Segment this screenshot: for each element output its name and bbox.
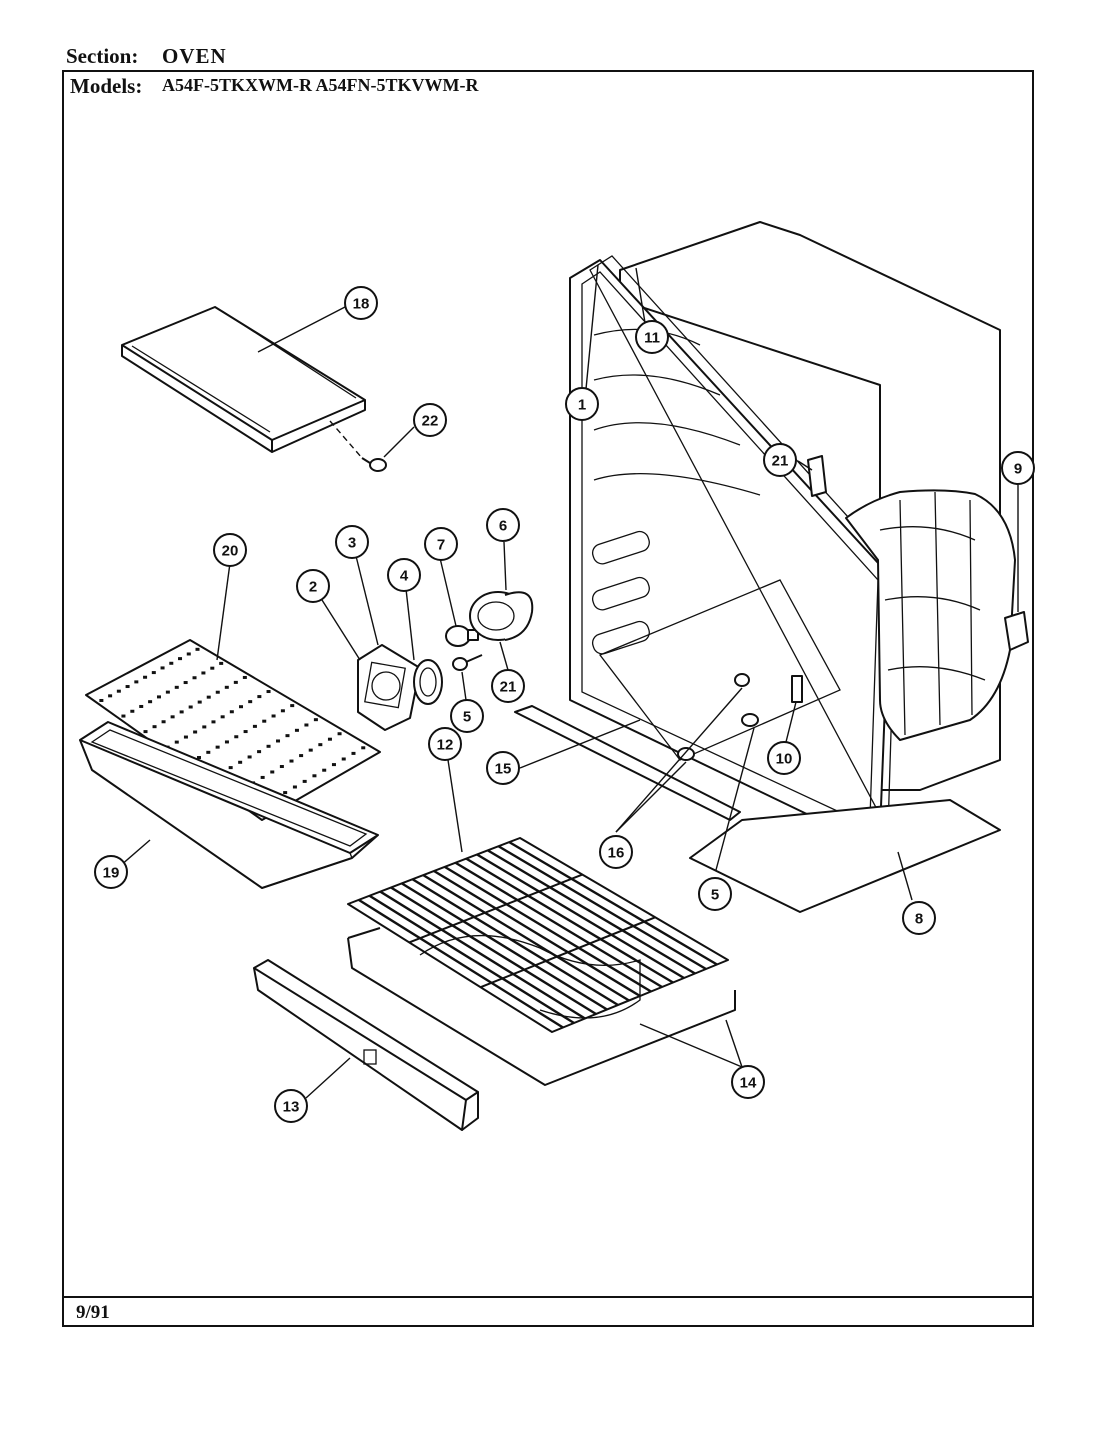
- part-screw-5-left: [452, 654, 483, 671]
- leader-10: [785, 701, 797, 743]
- leader-14a: [639, 1023, 743, 1068]
- callout-1: 1: [565, 387, 599, 421]
- part-gasket-4: [413, 659, 443, 705]
- svg-text:16: 16: [608, 845, 625, 862]
- leader-5a: [461, 671, 467, 701]
- callout-9: 9: [1001, 451, 1035, 485]
- leader-18: [257, 306, 346, 353]
- leader-5b: [715, 727, 755, 871]
- svg-text:4: 4: [400, 568, 409, 585]
- callout-12: 12: [428, 727, 462, 761]
- part-bottom-plate: [689, 799, 1001, 913]
- part-burner-support: [253, 959, 479, 1131]
- leader-7: [439, 557, 457, 627]
- part-broiler-pan: [79, 721, 379, 889]
- part-screw-22: [329, 420, 387, 472]
- callout-16: 16: [599, 835, 633, 869]
- revision-date: 9/91: [76, 1302, 110, 1323]
- leader-21b: [499, 641, 509, 671]
- leader-13: [305, 1057, 351, 1099]
- svg-text:8: 8: [915, 911, 923, 928]
- leader-22: [383, 426, 415, 458]
- models-label: Models:: [70, 74, 143, 98]
- svg-text:11: 11: [644, 330, 660, 347]
- callout-14: 14: [731, 1065, 765, 1099]
- leader-14b: [725, 1019, 743, 1068]
- part-broiler-shield: [121, 306, 366, 453]
- leader-8: [897, 851, 913, 901]
- diagram-frame: [62, 70, 1034, 1327]
- part-oven-rack: [347, 837, 729, 1033]
- svg-text:9: 9: [1014, 461, 1022, 478]
- callout-3: 3: [335, 525, 369, 559]
- leader-3: [355, 555, 379, 646]
- svg-text:18: 18: [353, 296, 370, 313]
- svg-text:7: 7: [437, 537, 445, 554]
- callout-2: 2: [296, 569, 330, 603]
- svg-text:22: 22: [422, 413, 439, 430]
- leader-4: [405, 588, 415, 661]
- svg-text:21: 21: [772, 453, 789, 470]
- leader-12: [447, 759, 463, 853]
- leader-16a: [615, 761, 687, 833]
- callout-5: 5: [450, 699, 484, 733]
- callout-19: 19: [94, 855, 128, 889]
- callout-22: 22: [413, 403, 447, 437]
- callout-10: 10: [767, 741, 801, 775]
- svg-text:3: 3: [348, 535, 356, 552]
- leader-20: [216, 562, 231, 661]
- models-value: A54F-5TKXWM-R A54FN-5TKVWM-R: [162, 75, 479, 95]
- part-light-housing: [469, 591, 534, 641]
- leader-6: [503, 541, 507, 591]
- part-light-bulb: [445, 625, 479, 647]
- part-light-bracket: [357, 644, 421, 731]
- callout-5: 5: [698, 877, 732, 911]
- callout-8: 8: [902, 901, 936, 935]
- leader-16b: [615, 687, 743, 833]
- part-bracket-9: [1004, 611, 1029, 651]
- callout-4: 4: [387, 558, 421, 592]
- leader-1: [585, 264, 599, 390]
- leader-2: [321, 599, 361, 661]
- section-label: Section:: [66, 44, 139, 68]
- part-sensor-10: [791, 675, 803, 703]
- part-oven-bottom: [347, 927, 736, 1086]
- svg-text:10: 10: [776, 751, 793, 768]
- leader-15: [519, 719, 641, 769]
- leader-21a: [797, 460, 813, 471]
- callout-11: 11: [635, 320, 669, 354]
- svg-text:13: 13: [283, 1099, 300, 1116]
- svg-text:20: 20: [222, 543, 239, 560]
- section-value: OVEN: [162, 44, 227, 68]
- leader-19: [119, 839, 151, 867]
- svg-text:21: 21: [500, 679, 517, 696]
- callout-7: 7: [424, 527, 458, 561]
- callout-20: 20: [213, 533, 247, 567]
- svg-text:6: 6: [499, 518, 507, 535]
- footer-divider: [62, 1296, 1034, 1298]
- part-bracket-21: [807, 455, 827, 497]
- callout-21: 21: [491, 669, 525, 703]
- callout-21: 21: [763, 443, 797, 477]
- svg-text:12: 12: [437, 737, 454, 754]
- part-screw-5-right: [741, 713, 759, 727]
- callout-15: 15: [486, 751, 520, 785]
- svg-text:19: 19: [103, 865, 120, 882]
- callout-6: 6: [486, 508, 520, 542]
- part-insulation: [845, 489, 1016, 741]
- svg-text:14: 14: [740, 1075, 757, 1092]
- callout-13: 13: [274, 1089, 308, 1123]
- svg-text:2: 2: [309, 579, 317, 596]
- svg-text:5: 5: [711, 887, 719, 904]
- svg-text:15: 15: [495, 761, 512, 778]
- svg-text:5: 5: [463, 709, 471, 726]
- callout-18: 18: [344, 286, 378, 320]
- svg-text:1: 1: [578, 397, 586, 414]
